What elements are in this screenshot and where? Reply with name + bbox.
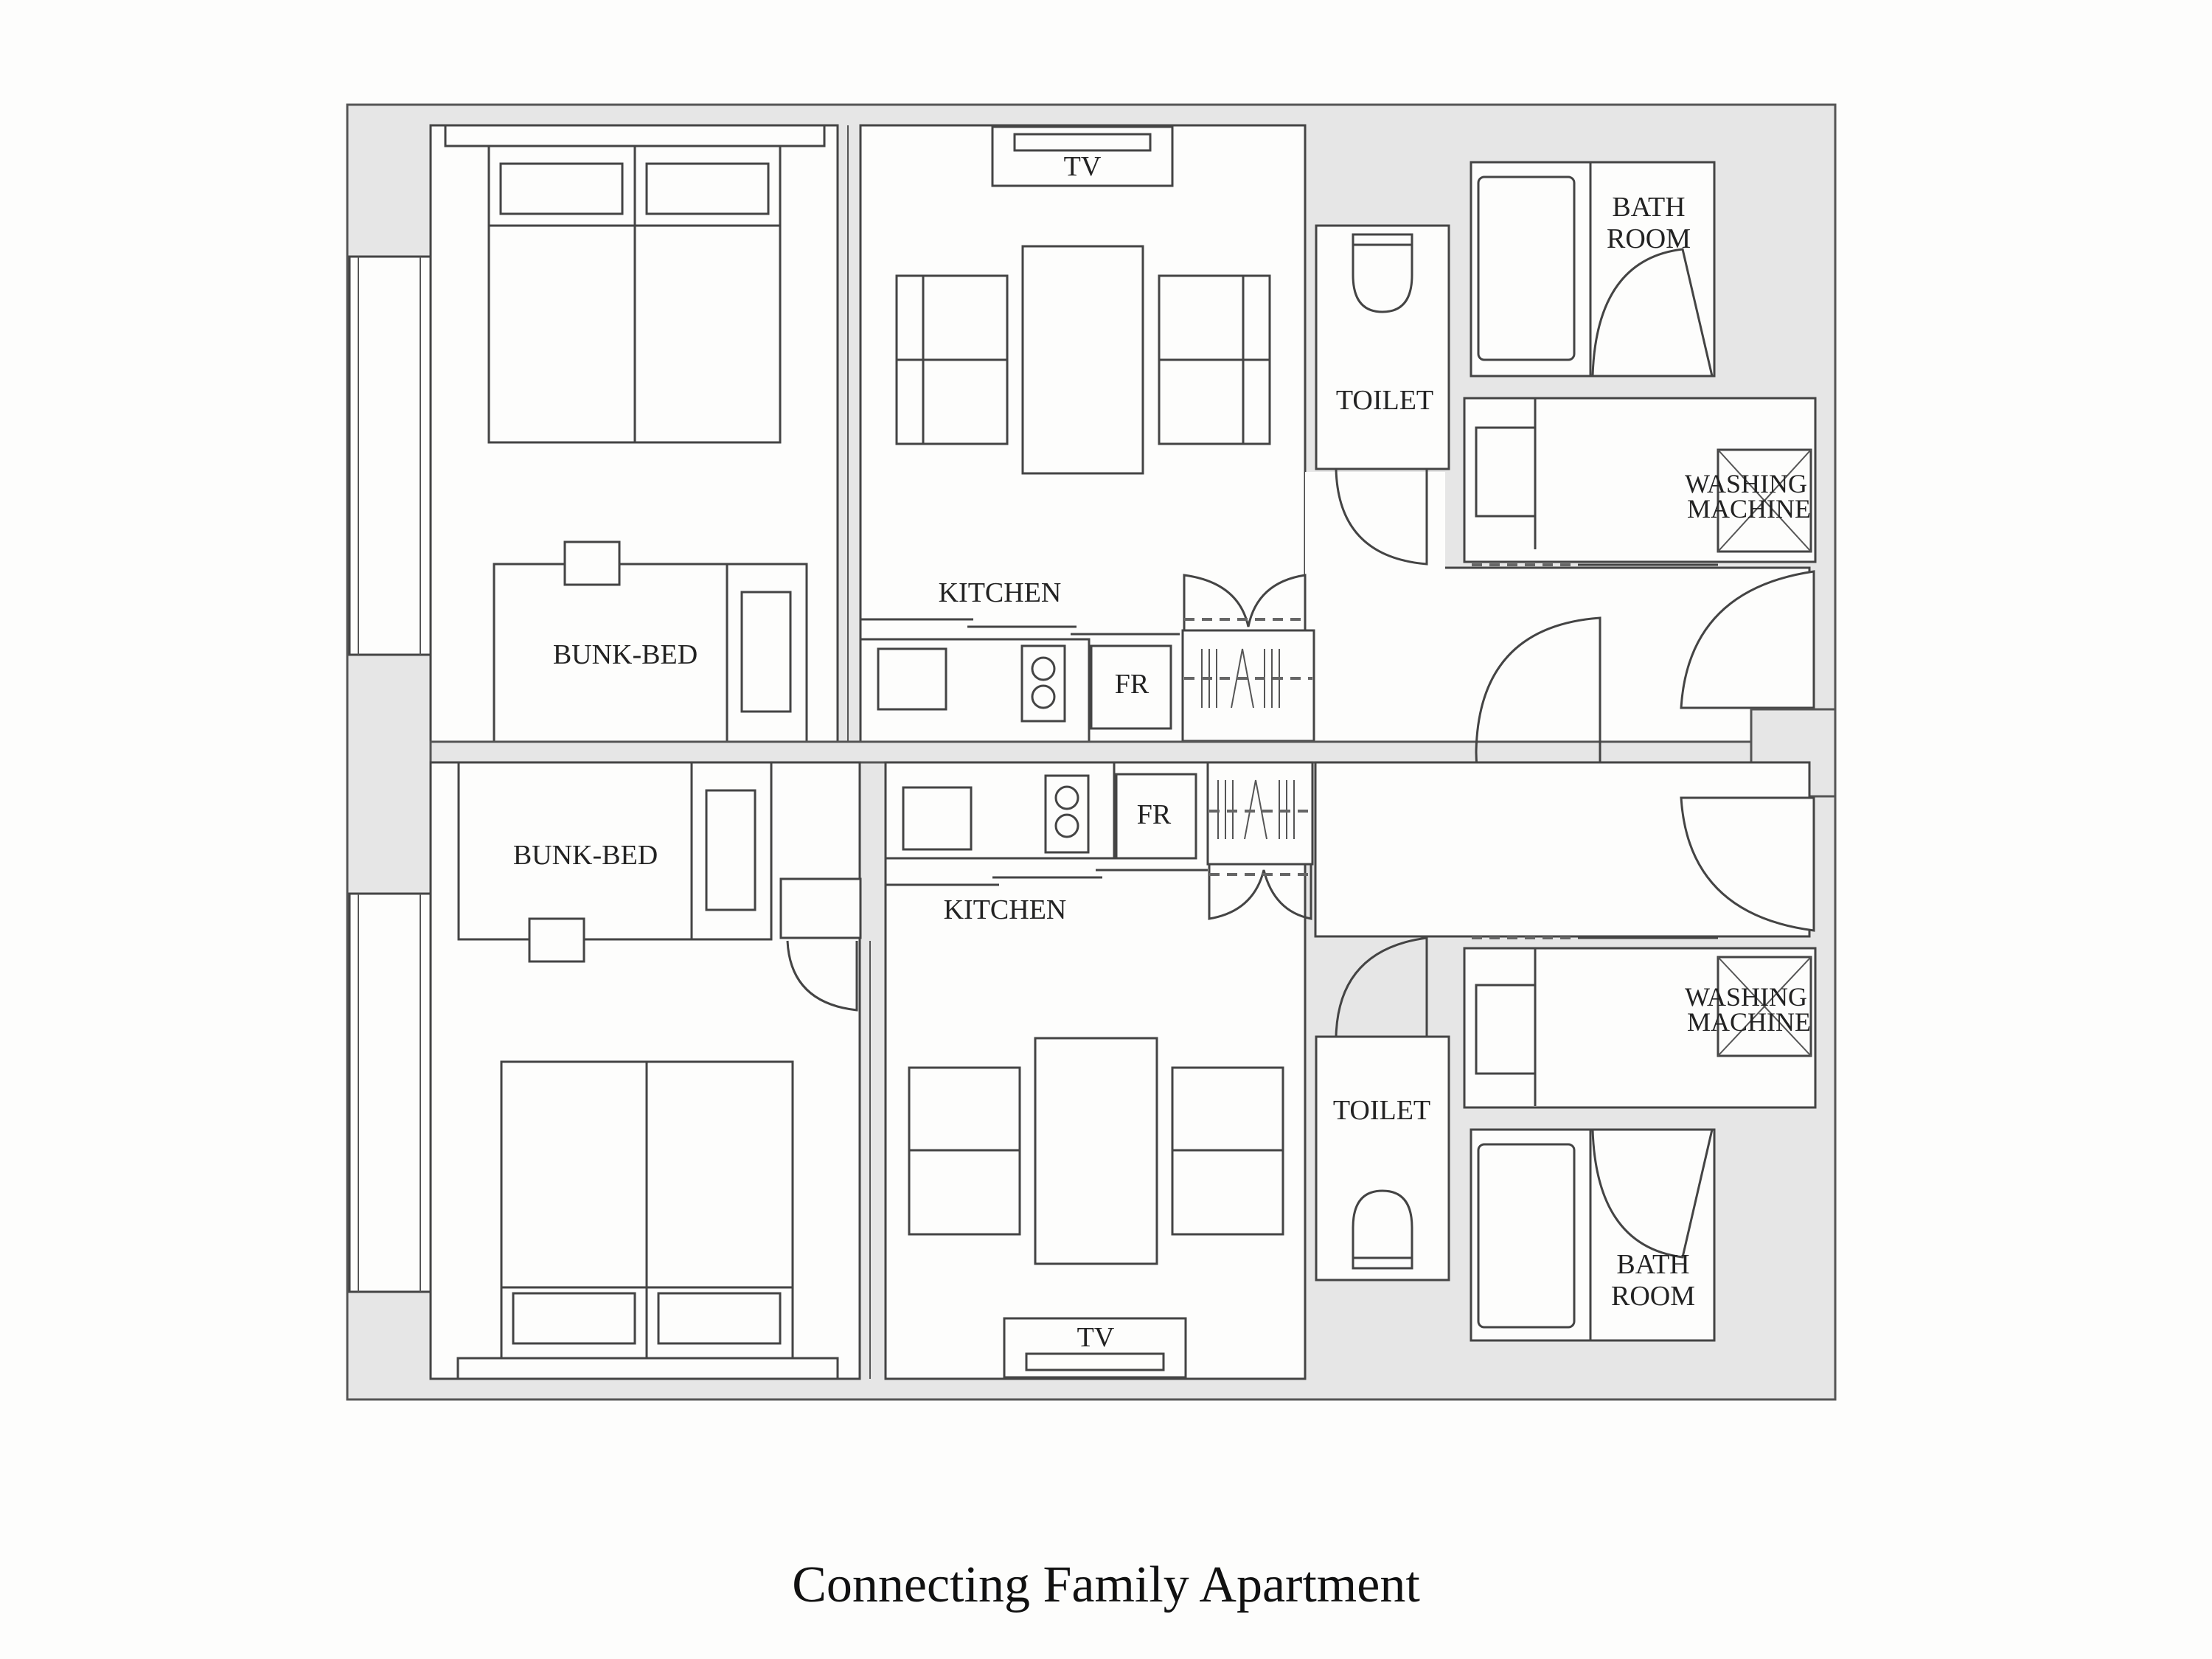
lower-footboard [456, 1357, 839, 1380]
lower-kitchen-label: KITCHEN [944, 894, 1067, 925]
upper-bath-label-1: BATH [1612, 192, 1685, 223]
lower-washer-label-2: MACHINE [1687, 1007, 1811, 1037]
upper-headboard [444, 124, 826, 147]
lower-washer-label-1: WASHING [1685, 982, 1807, 1012]
lower-pillow-left [512, 1292, 636, 1345]
lower-bath-door-swing [1591, 1129, 1714, 1259]
upper-tv [1013, 133, 1152, 152]
lower-tv [1025, 1352, 1165, 1371]
upper-bath-label-2: ROOM [1607, 223, 1691, 254]
upper-pillow-right [645, 162, 770, 215]
lower-desk-stool [528, 917, 585, 963]
upper-unit-entry-door [1680, 570, 1815, 709]
upper-fridge [1090, 644, 1172, 730]
upper-tv-label: TV [1064, 151, 1102, 182]
lower-burner-1 [1054, 785, 1079, 810]
lower-vanity [1475, 984, 1537, 1075]
lower-tv-label: TV [1077, 1322, 1115, 1353]
lower-bath-label-2: ROOM [1611, 1281, 1695, 1312]
lower-sink [902, 786, 973, 851]
lower-closet [1206, 761, 1314, 866]
lower-bedroom-door-swing [786, 940, 858, 1012]
upper-hall-link [1305, 472, 1445, 742]
upper-sink [877, 647, 947, 711]
upper-toilet-label: TOILET [1336, 385, 1433, 416]
lower-closet-box [779, 877, 862, 939]
lower-stove [1044, 774, 1090, 854]
upper-coffee-table [1021, 245, 1144, 475]
lower-unit-entry-door [1680, 796, 1815, 932]
lower-toilet-door-swing [1335, 936, 1428, 1037]
upper-washer-label-2: MACHINE [1687, 494, 1811, 524]
lower-fridge [1115, 773, 1197, 860]
upper-burner-2 [1031, 684, 1056, 709]
plan-title: Connecting Family Apartment [792, 1557, 1420, 1613]
lower-fridge-label: FR [1137, 799, 1172, 830]
upper-bathtub [1477, 175, 1576, 361]
lower-toilet-label: TOILET [1333, 1095, 1430, 1126]
center-party-wall [429, 740, 1811, 764]
upper-bath-door-swing [1591, 248, 1714, 377]
upper-bunk-ladder [740, 591, 792, 713]
lower-pillow-right [657, 1292, 782, 1345]
upper-burner-1 [1031, 656, 1056, 681]
upper-pillow-left [499, 162, 624, 215]
upper-bunk-label: BUNK-BED [553, 639, 698, 670]
upper-stove [1020, 644, 1066, 723]
lower-bunk-label: BUNK-BED [513, 840, 658, 871]
upper-washer-label-1: WASHING [1685, 469, 1807, 498]
upper-window [348, 255, 432, 656]
lower-window [348, 892, 432, 1293]
lower-bath-label-1: BATH [1616, 1249, 1689, 1280]
lower-bunk-ladder [705, 789, 757, 911]
upper-vanity [1475, 426, 1537, 518]
upper-toilet-door-swing [1335, 468, 1428, 566]
lower-coffee-table [1034, 1037, 1158, 1265]
lower-burner-2 [1054, 813, 1079, 838]
upper-closet-door-swing [1183, 574, 1307, 630]
upper-fridge-label: FR [1115, 669, 1150, 700]
upper-toilet-fixture [1352, 233, 1413, 313]
upper-kitchen-label: KITCHEN [939, 577, 1062, 608]
lower-bathtub [1477, 1143, 1576, 1329]
upper-desk-stool [563, 540, 621, 586]
lower-closet-door-swing [1208, 864, 1312, 920]
lower-toilet-fixture [1352, 1189, 1413, 1270]
